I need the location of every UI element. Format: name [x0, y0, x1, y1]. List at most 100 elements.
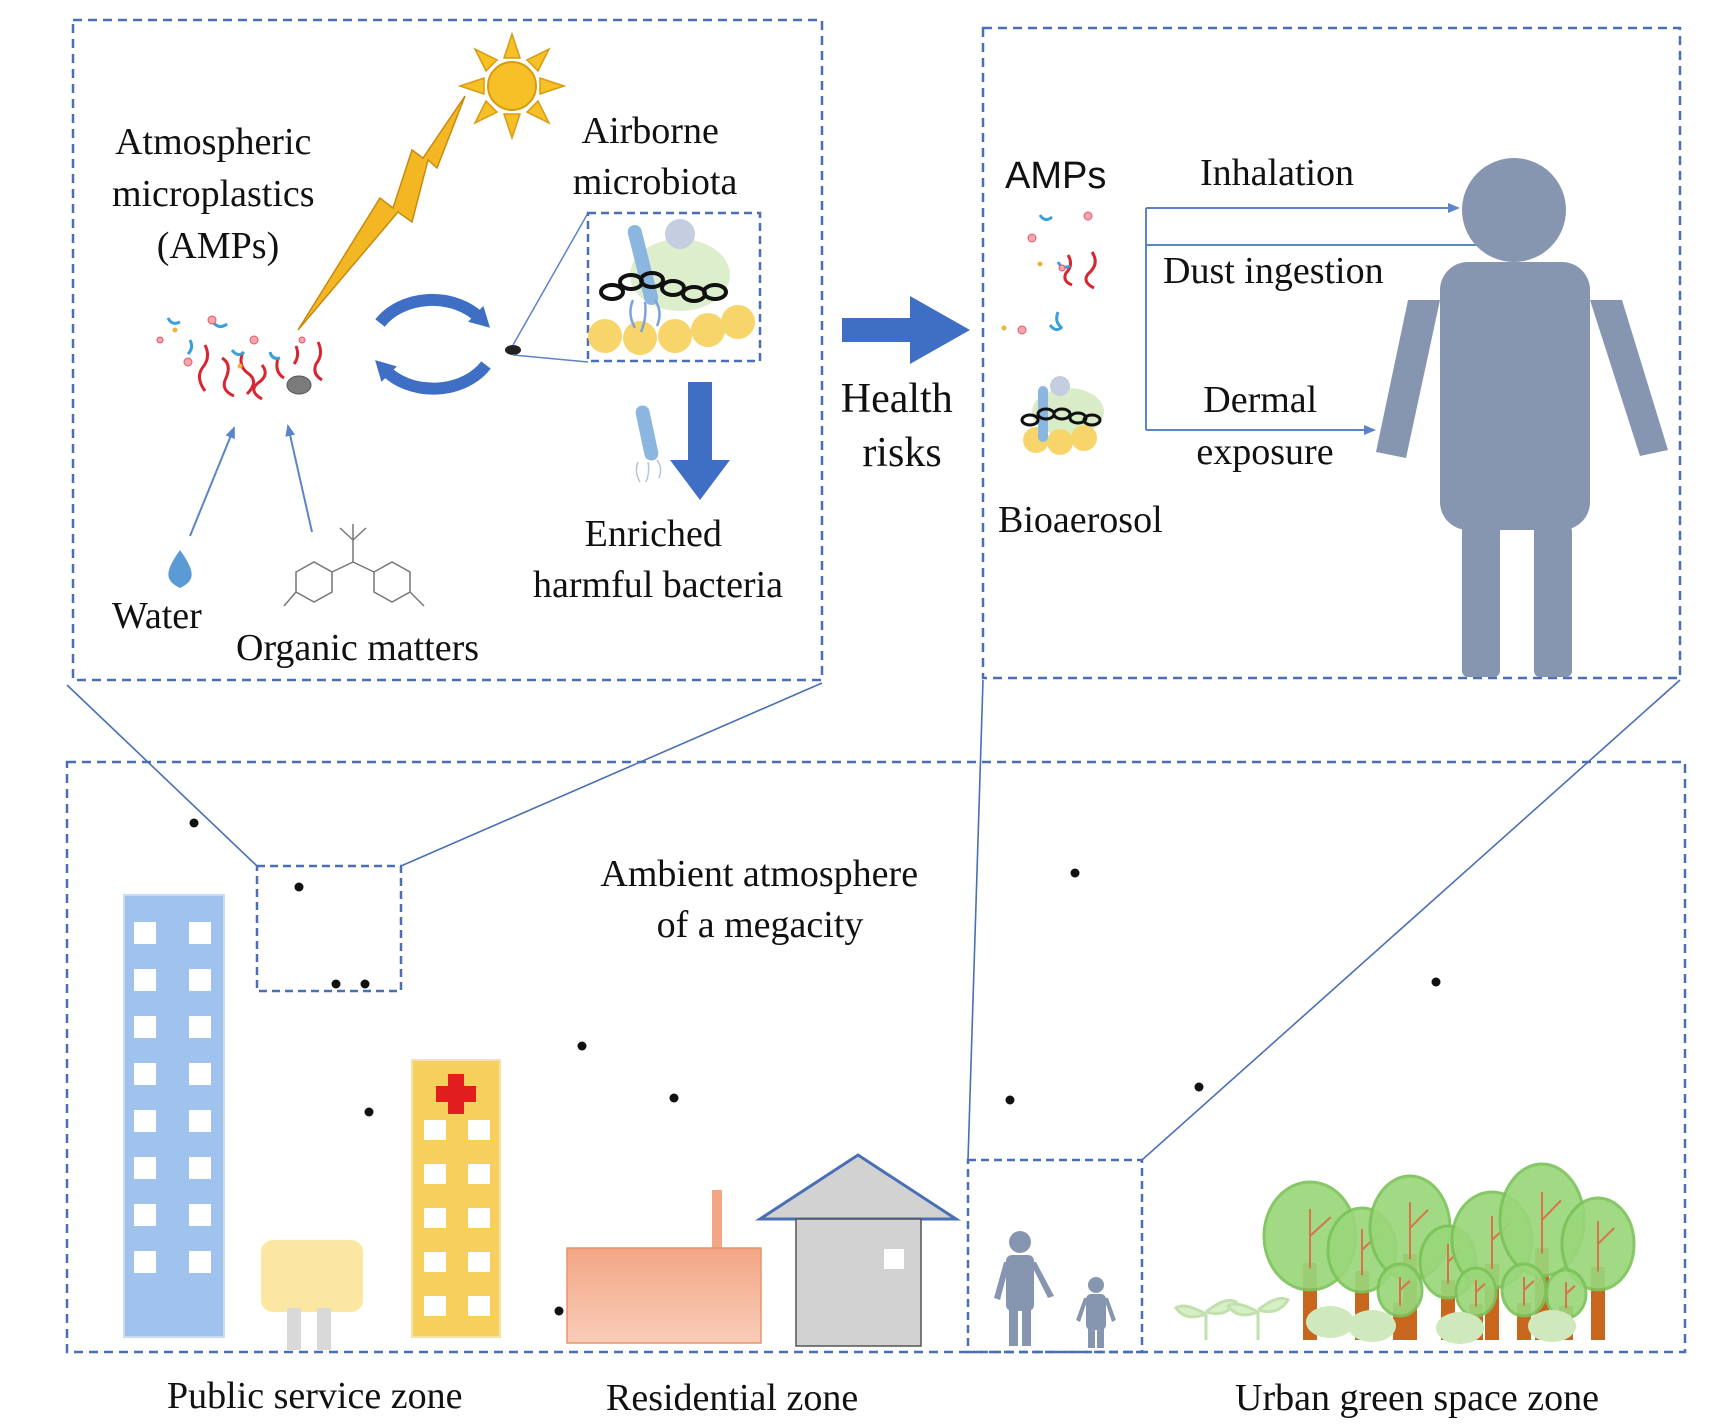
- tree-branch: [1475, 1280, 1486, 1307]
- airborne-particle-dots: [189, 818, 1441, 1316]
- hospital-window: [468, 1296, 490, 1316]
- zoom-connectors: [66, 679, 1681, 1161]
- building-window: [189, 1063, 211, 1085]
- particle-icon: [505, 345, 521, 355]
- hospital-window: [424, 1252, 446, 1272]
- dermal-label: Dermal exposure: [1196, 379, 1333, 473]
- zone-label-public-service: Public service zone: [167, 1375, 462, 1417]
- building-window: [189, 1110, 211, 1132]
- zoom-line: [512, 212, 589, 346]
- bush: [1528, 1310, 1576, 1342]
- bioaerosol-label: Bioaerosol: [998, 499, 1163, 541]
- microplastics-cluster-icon: [156, 315, 323, 401]
- building-window: [134, 969, 156, 991]
- organic-label: Organic matters: [236, 627, 479, 669]
- organic-molecule-icon: [283, 524, 425, 607]
- office-building-icon: [123, 894, 225, 1338]
- water-arrow: [189, 426, 235, 537]
- building-window: [134, 1251, 156, 1273]
- child-person-icon: [1076, 1277, 1116, 1348]
- hospital-window: [424, 1164, 446, 1184]
- zone-label-urban-green-space: Urban green space zone: [1235, 1377, 1599, 1419]
- microbiota-icon: [588, 219, 755, 355]
- zone-label-residential: Residential zone: [606, 1377, 858, 1419]
- exposure-routes: [1145, 203, 1517, 435]
- bush: [1436, 1312, 1484, 1344]
- bacterium-icon: [635, 405, 662, 483]
- health-risks-arrow: [842, 296, 970, 364]
- building-window: [134, 1157, 156, 1179]
- amps-label-line: (AMPs): [157, 225, 279, 267]
- zoom-box-left: [255, 864, 403, 993]
- human-silhouette-icon: [1376, 158, 1668, 677]
- bush: [1306, 1306, 1354, 1338]
- building-window: [189, 1016, 211, 1038]
- health-risks-line: Health: [841, 376, 953, 422]
- amps-right-label: AMPs: [1005, 155, 1106, 197]
- ambient-label: Ambient atmosphere of a megacity: [600, 853, 927, 946]
- sun-icon: [457, 31, 567, 141]
- microplastics-small-icon: [1001, 211, 1097, 335]
- trees-group: [1262, 1162, 1636, 1344]
- hospital-window: [468, 1120, 490, 1140]
- lightning-icon: [297, 95, 466, 331]
- dust-ingestion-label: Dust ingestion: [1163, 250, 1384, 292]
- enriched-label-line: harmful bacteria: [533, 564, 783, 606]
- building-window: [189, 1204, 211, 1226]
- bioaerosol-icon: [1020, 376, 1104, 455]
- cycle-arrows-icon: [375, 293, 491, 395]
- building-window: [134, 1204, 156, 1226]
- airborne-label: Airborne microbiota: [573, 110, 738, 203]
- sprout-icons: [1173, 1296, 1291, 1340]
- building-window: [134, 922, 156, 944]
- inhalation-label: Inhalation: [1200, 152, 1354, 194]
- tree-branch: [1523, 1277, 1535, 1306]
- zoom-box-right: [966, 1158, 1144, 1354]
- hospital-window: [424, 1208, 446, 1228]
- house-icon: [754, 1153, 962, 1347]
- building-window: [189, 1251, 211, 1273]
- factory-building-icon: [566, 1190, 762, 1344]
- enrichment-down-arrow: [670, 382, 730, 500]
- hospital-window: [468, 1252, 490, 1272]
- enriched-label: Enriched harmful bacteria: [533, 513, 783, 606]
- frame-bottom: [65, 760, 1687, 1354]
- hospital-window: [468, 1164, 490, 1184]
- microbiota-box: [586, 211, 762, 363]
- dermal-label-line: exposure: [1196, 431, 1333, 473]
- kiosk-icon: [261, 1240, 363, 1350]
- tree-branch: [1409, 1202, 1429, 1260]
- tree-branch: [1597, 1221, 1615, 1272]
- building-window: [134, 1016, 156, 1038]
- building-window: [189, 1157, 211, 1179]
- tree-branch: [1565, 1282, 1576, 1309]
- building-window: [189, 969, 211, 991]
- airborne-label-line: Airborne: [582, 110, 719, 152]
- water-drop-icon: [168, 550, 192, 588]
- amps-label: Atmospheric microplastics (AMPs): [112, 121, 324, 267]
- bush: [1348, 1310, 1396, 1342]
- organic-arrow: [285, 424, 313, 533]
- health-risks-label: Health risks: [841, 376, 963, 476]
- health-risks-line: risks: [862, 430, 941, 476]
- ambient-label-line: of a megacity: [657, 904, 864, 946]
- frame-top-right: [981, 26, 1682, 680]
- zoom-line: [512, 354, 589, 363]
- enriched-label-line: Enriched: [585, 513, 722, 555]
- amps-label-line: microplastics: [112, 173, 315, 215]
- adult-person-icon: [994, 1231, 1054, 1346]
- water-label: Water: [112, 595, 202, 637]
- tree-branch: [1541, 1192, 1562, 1254]
- ambient-label-line: Ambient atmosphere: [600, 853, 918, 895]
- tree-branch: [1399, 1277, 1411, 1306]
- amps-label-line: Atmospheric: [115, 121, 311, 163]
- hospital-window: [424, 1296, 446, 1316]
- hospital-window: [468, 1208, 490, 1228]
- building-window: [134, 1110, 156, 1132]
- building-window: [134, 1063, 156, 1085]
- building-window: [189, 922, 211, 944]
- airborne-label-line: microbiota: [573, 161, 738, 203]
- red-cross-icon: [436, 1074, 476, 1114]
- tree-branch: [1309, 1209, 1332, 1269]
